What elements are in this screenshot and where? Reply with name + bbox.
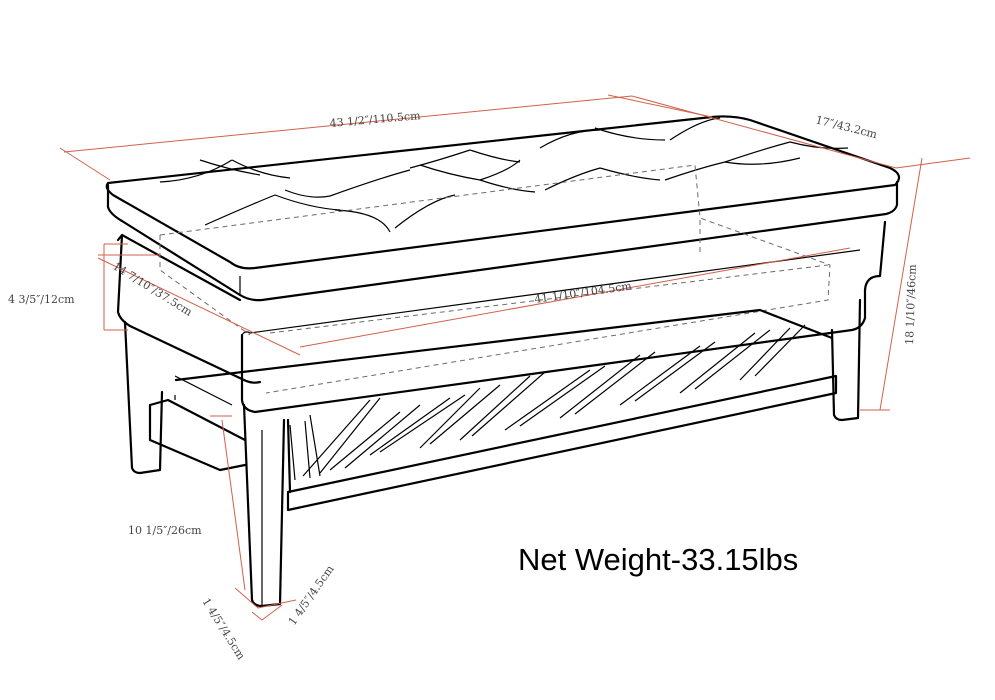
depth-label: 17″/43.2cm (814, 113, 879, 141)
cushion-height-label: 4 3/5″/12cm (8, 293, 75, 306)
leg-depth-label: 1 4/5″/4.5cm (286, 562, 337, 627)
dimension-lines (59, 94, 971, 621)
overall-length-label: 43 1/2″/110.5cm (329, 109, 421, 130)
total-height-label: 18 1/10″/46cm (903, 264, 919, 346)
shelf-height-label: 10 1/5″/26cm (128, 524, 202, 537)
leg-width-label: 1 4/5″/4.5cm (199, 596, 247, 663)
bench-outline (105, 115, 901, 608)
net-weight-label: Net Weight-33.15lbs (518, 542, 798, 577)
dimension-labels: 43 1/2″/110.5cm 17″/43.2cm 41 1/10″/104.… (8, 109, 919, 662)
inner-length-label: 41 1/10″/104.5cm (534, 279, 634, 306)
